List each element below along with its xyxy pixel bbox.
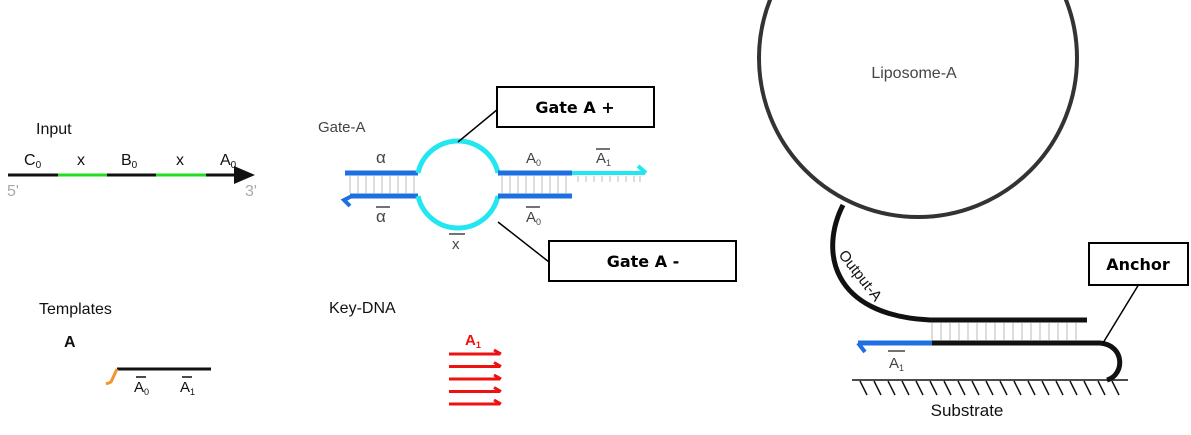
segment-label-a: A0 — [220, 152, 237, 171]
gate-right-basepairs — [501, 176, 567, 193]
hatch-mark — [943, 380, 952, 396]
hatch-mark — [1083, 380, 1092, 396]
hatch-mark — [1027, 380, 1036, 396]
segment-label-c: C0 — [24, 152, 42, 171]
hatch-mark — [901, 380, 910, 396]
three-prime-label: 3' — [245, 183, 257, 200]
key-dna-label: A1 — [465, 332, 481, 350]
hatch-mark — [999, 380, 1008, 396]
gate-label-alpha-bar: α — [376, 207, 386, 226]
hatch-mark — [873, 380, 882, 396]
templates-panel: Templates A A0 A1 — [39, 301, 211, 397]
key-dna-arrowhead — [493, 373, 502, 381]
segment-label-x2: x — [176, 152, 184, 169]
hatch-mark — [859, 380, 868, 396]
key-dna-arrowhead — [493, 348, 502, 356]
template-name: A — [64, 334, 76, 351]
anchor-callout: Anchor — [1106, 255, 1170, 274]
templates-title: Templates — [39, 301, 112, 318]
gate-left-basepairs — [349, 176, 415, 193]
hatch-mark — [957, 380, 966, 396]
callout-plus-leader — [457, 108, 499, 143]
hatch-mark — [985, 380, 994, 396]
gate-title: Gate-A — [318, 119, 366, 136]
template-domain-a1: A1 — [180, 379, 195, 397]
gate-toehold-arrowhead — [636, 164, 648, 175]
hatch-mark — [1013, 380, 1022, 396]
gate-label-a1-bar: A1 — [596, 150, 611, 168]
key-dna-strands — [449, 348, 502, 406]
gate-loop-top — [415, 138, 501, 174]
gate-label-a0-bar: A0 — [526, 209, 541, 227]
key-dna-panel: Key-DNA A1 — [329, 300, 502, 406]
key-dna-arrowhead — [493, 386, 502, 393]
template-domain-a0: A0 — [134, 379, 149, 397]
hatch-mark — [971, 380, 980, 396]
blue-a1-label: A1 — [889, 355, 904, 373]
hatch-mark — [915, 380, 924, 396]
template-primer — [105, 368, 119, 386]
anchor-leader — [1102, 283, 1140, 344]
output-a-strand — [830, 203, 1087, 323]
anchor-basepairs — [931, 323, 1077, 340]
hatch-mark — [887, 380, 896, 396]
callout-minus-leader — [497, 221, 550, 263]
liposome-panel: Liposome-A Output-A A1 Substrate Anchor — [757, 0, 1189, 420]
gate-loop-bottom — [415, 195, 501, 231]
blue-strand-hook — [856, 341, 867, 354]
output-a-label: Output-A — [835, 247, 885, 305]
gate-label-x-bar: x — [452, 236, 460, 253]
hatch-mark — [1055, 380, 1064, 396]
liposome-circle — [757, 0, 1079, 219]
segment-label-x: x — [77, 152, 85, 169]
gate-label-alpha: α — [376, 148, 386, 167]
hatch-mark — [1111, 380, 1120, 396]
anchor-callout-box — [1088, 242, 1189, 286]
gate-left-arrowhead — [340, 194, 353, 208]
anchor-strand — [932, 340, 1123, 383]
hatch-mark — [1097, 380, 1106, 396]
gate-toehold-ticks — [577, 176, 641, 182]
key-dna-arrowhead — [493, 398, 502, 406]
callout-minus-box — [548, 240, 737, 282]
input-panel: Input C0 x B0 x A0 5' 3' — [7, 121, 257, 200]
segment-label-b: B0 — [121, 152, 138, 171]
key-dna-title: Key-DNA — [329, 300, 396, 317]
liposome-label: Liposome-A — [871, 65, 957, 82]
hatch-mark — [929, 380, 938, 396]
gate-label-a0: A0 — [526, 150, 541, 168]
hatch-mark — [1069, 380, 1078, 396]
substrate-hatching — [859, 380, 1120, 396]
input-title: Input — [36, 121, 72, 138]
callout-plus-box — [496, 86, 655, 128]
hatch-mark — [1041, 380, 1050, 396]
callout-gate-a-minus: Gate A - — [607, 252, 680, 271]
five-prime-label: 5' — [7, 183, 19, 200]
key-dna-arrowhead — [493, 361, 502, 368]
gate-panel: Gate-A α A0 A1 — [318, 86, 737, 282]
callout-gate-a-plus: Gate A + — [535, 98, 614, 117]
substrate-label: Substrate — [931, 401, 1004, 420]
